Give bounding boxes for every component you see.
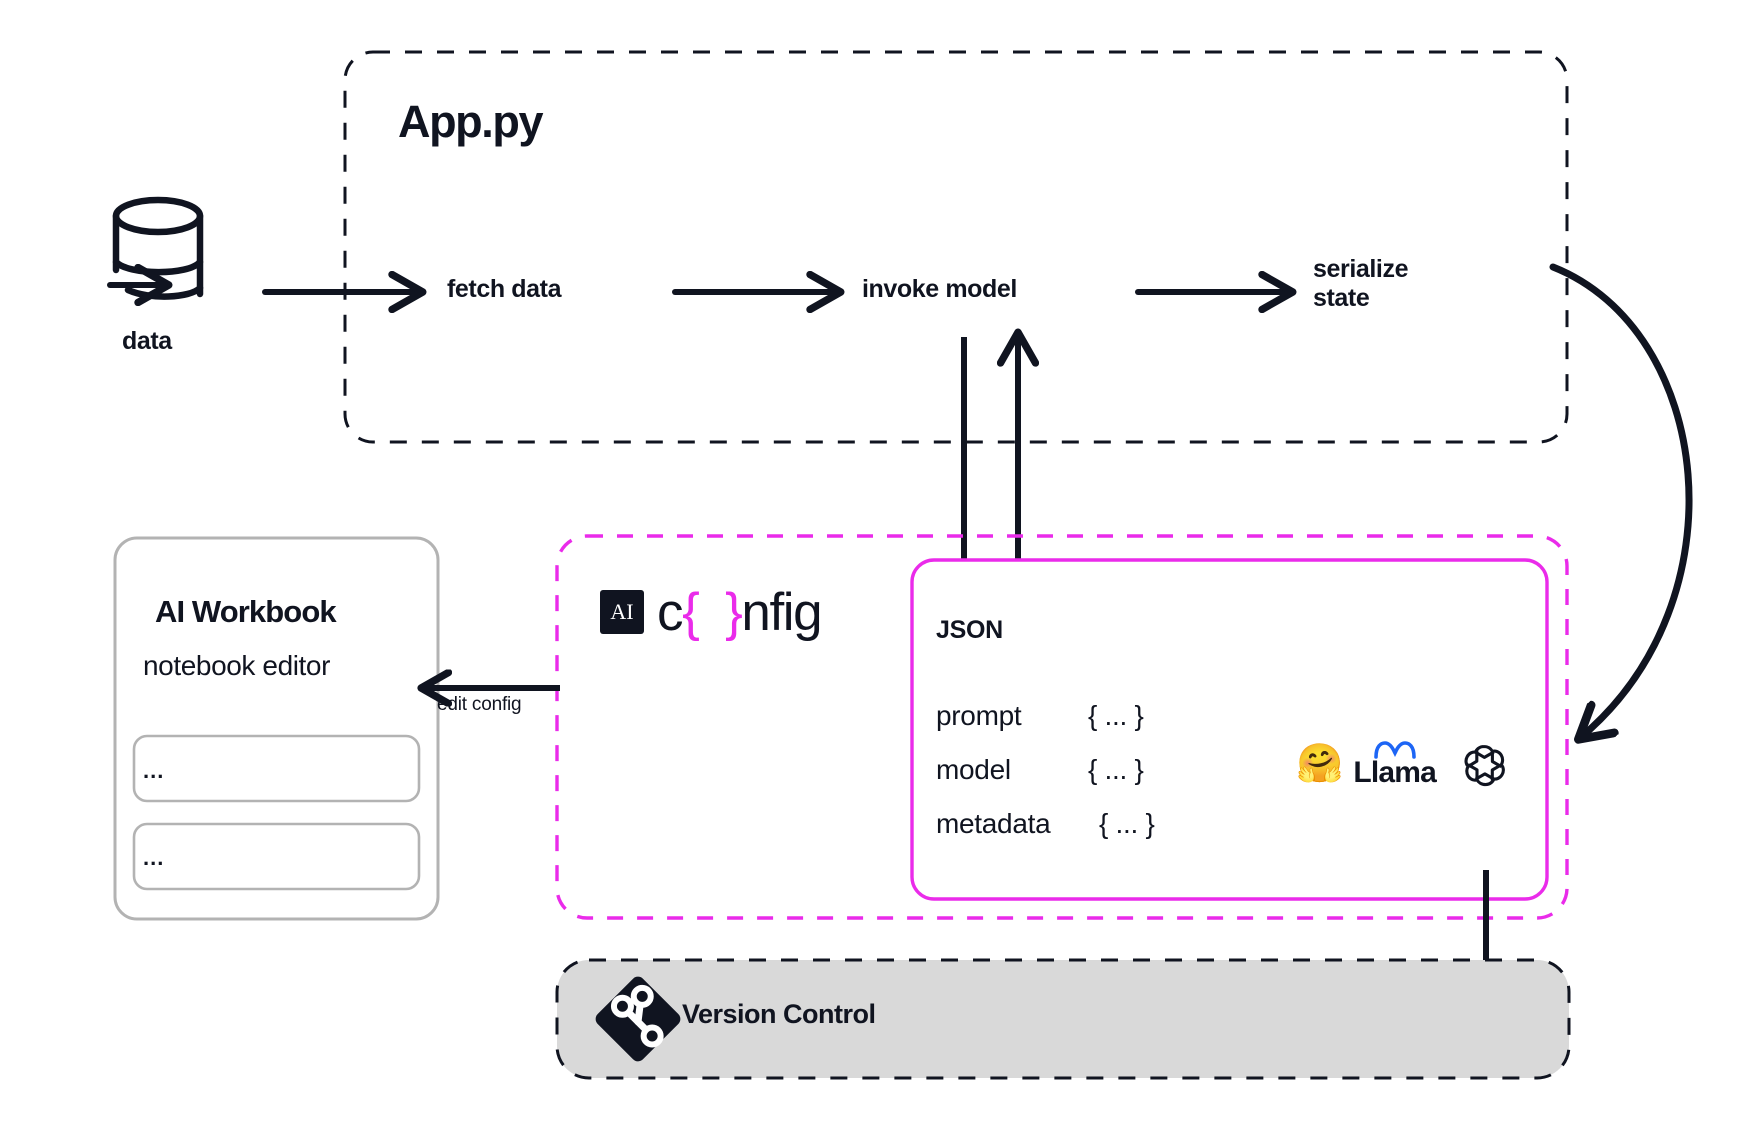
json-value-metadata: { ... } (1099, 808, 1155, 839)
step-label-serialize-state: serialize state (1313, 255, 1409, 312)
json-key-metadata: metadata (936, 808, 1051, 839)
workbook-subtitle: notebook editor (143, 650, 331, 681)
huggingface-logo-icon: 🤗 (1296, 743, 1344, 785)
workbook-cell-2-text[interactable]: ... (143, 845, 165, 870)
config-prefix: c (657, 582, 684, 642)
llama-label: Llama (1353, 756, 1437, 789)
json-key-prompt: prompt (936, 700, 1022, 731)
meta-infinity-icon (1373, 741, 1416, 759)
json-field-list: prompt { ... } model { ... } metadata { … (936, 700, 1216, 862)
json-row-prompt: prompt { ... } (936, 700, 1216, 754)
json-key-model: model (936, 754, 1011, 785)
workbook-cell-1-outline (132, 734, 421, 803)
config-wordmark: AI c{ }nfig (600, 582, 823, 643)
step-label-invoke-model: invoke model (862, 275, 1017, 303)
data-source-label: data (122, 327, 172, 355)
ai-badge-icon: AI (600, 590, 644, 634)
workbook-title: AI Workbook (155, 594, 337, 629)
openai-logo-icon (1464, 744, 1505, 787)
git-logo-icon (595, 976, 681, 1062)
json-value-model: { ... } (1088, 754, 1144, 785)
edit-config-arrow-label: edit config (437, 694, 522, 715)
json-row-model: model { ... } (936, 754, 1216, 808)
step-label-fetch-data: fetch data (447, 275, 562, 303)
config-brace-open: { (682, 582, 700, 642)
app-box-title: App.py (398, 96, 543, 147)
model-provider-logos: 🤗 Llama (1296, 738, 1508, 790)
json-value-prompt: { ... } (1088, 700, 1144, 731)
version-control-label: Version Control (682, 999, 876, 1029)
config-brace-close: } (725, 582, 743, 642)
config-gap (698, 583, 725, 642)
json-panel-title: JSON (936, 616, 1003, 644)
config-wordmark-text: c{ }nfig (657, 582, 823, 643)
arrow-serialize-to-json-curve (1549, 263, 1693, 738)
database-cylinder-icon (112, 196, 204, 300)
meta-llama-logo: Llama (1353, 740, 1437, 789)
config-suffix: nfig (741, 582, 822, 642)
ai-badge-text: AI (610, 599, 634, 624)
json-row-metadata: metadata { ... } (936, 808, 1216, 862)
workbook-cell-2-outline (132, 822, 421, 891)
workbook-cell-1-text[interactable]: ... (143, 758, 165, 783)
